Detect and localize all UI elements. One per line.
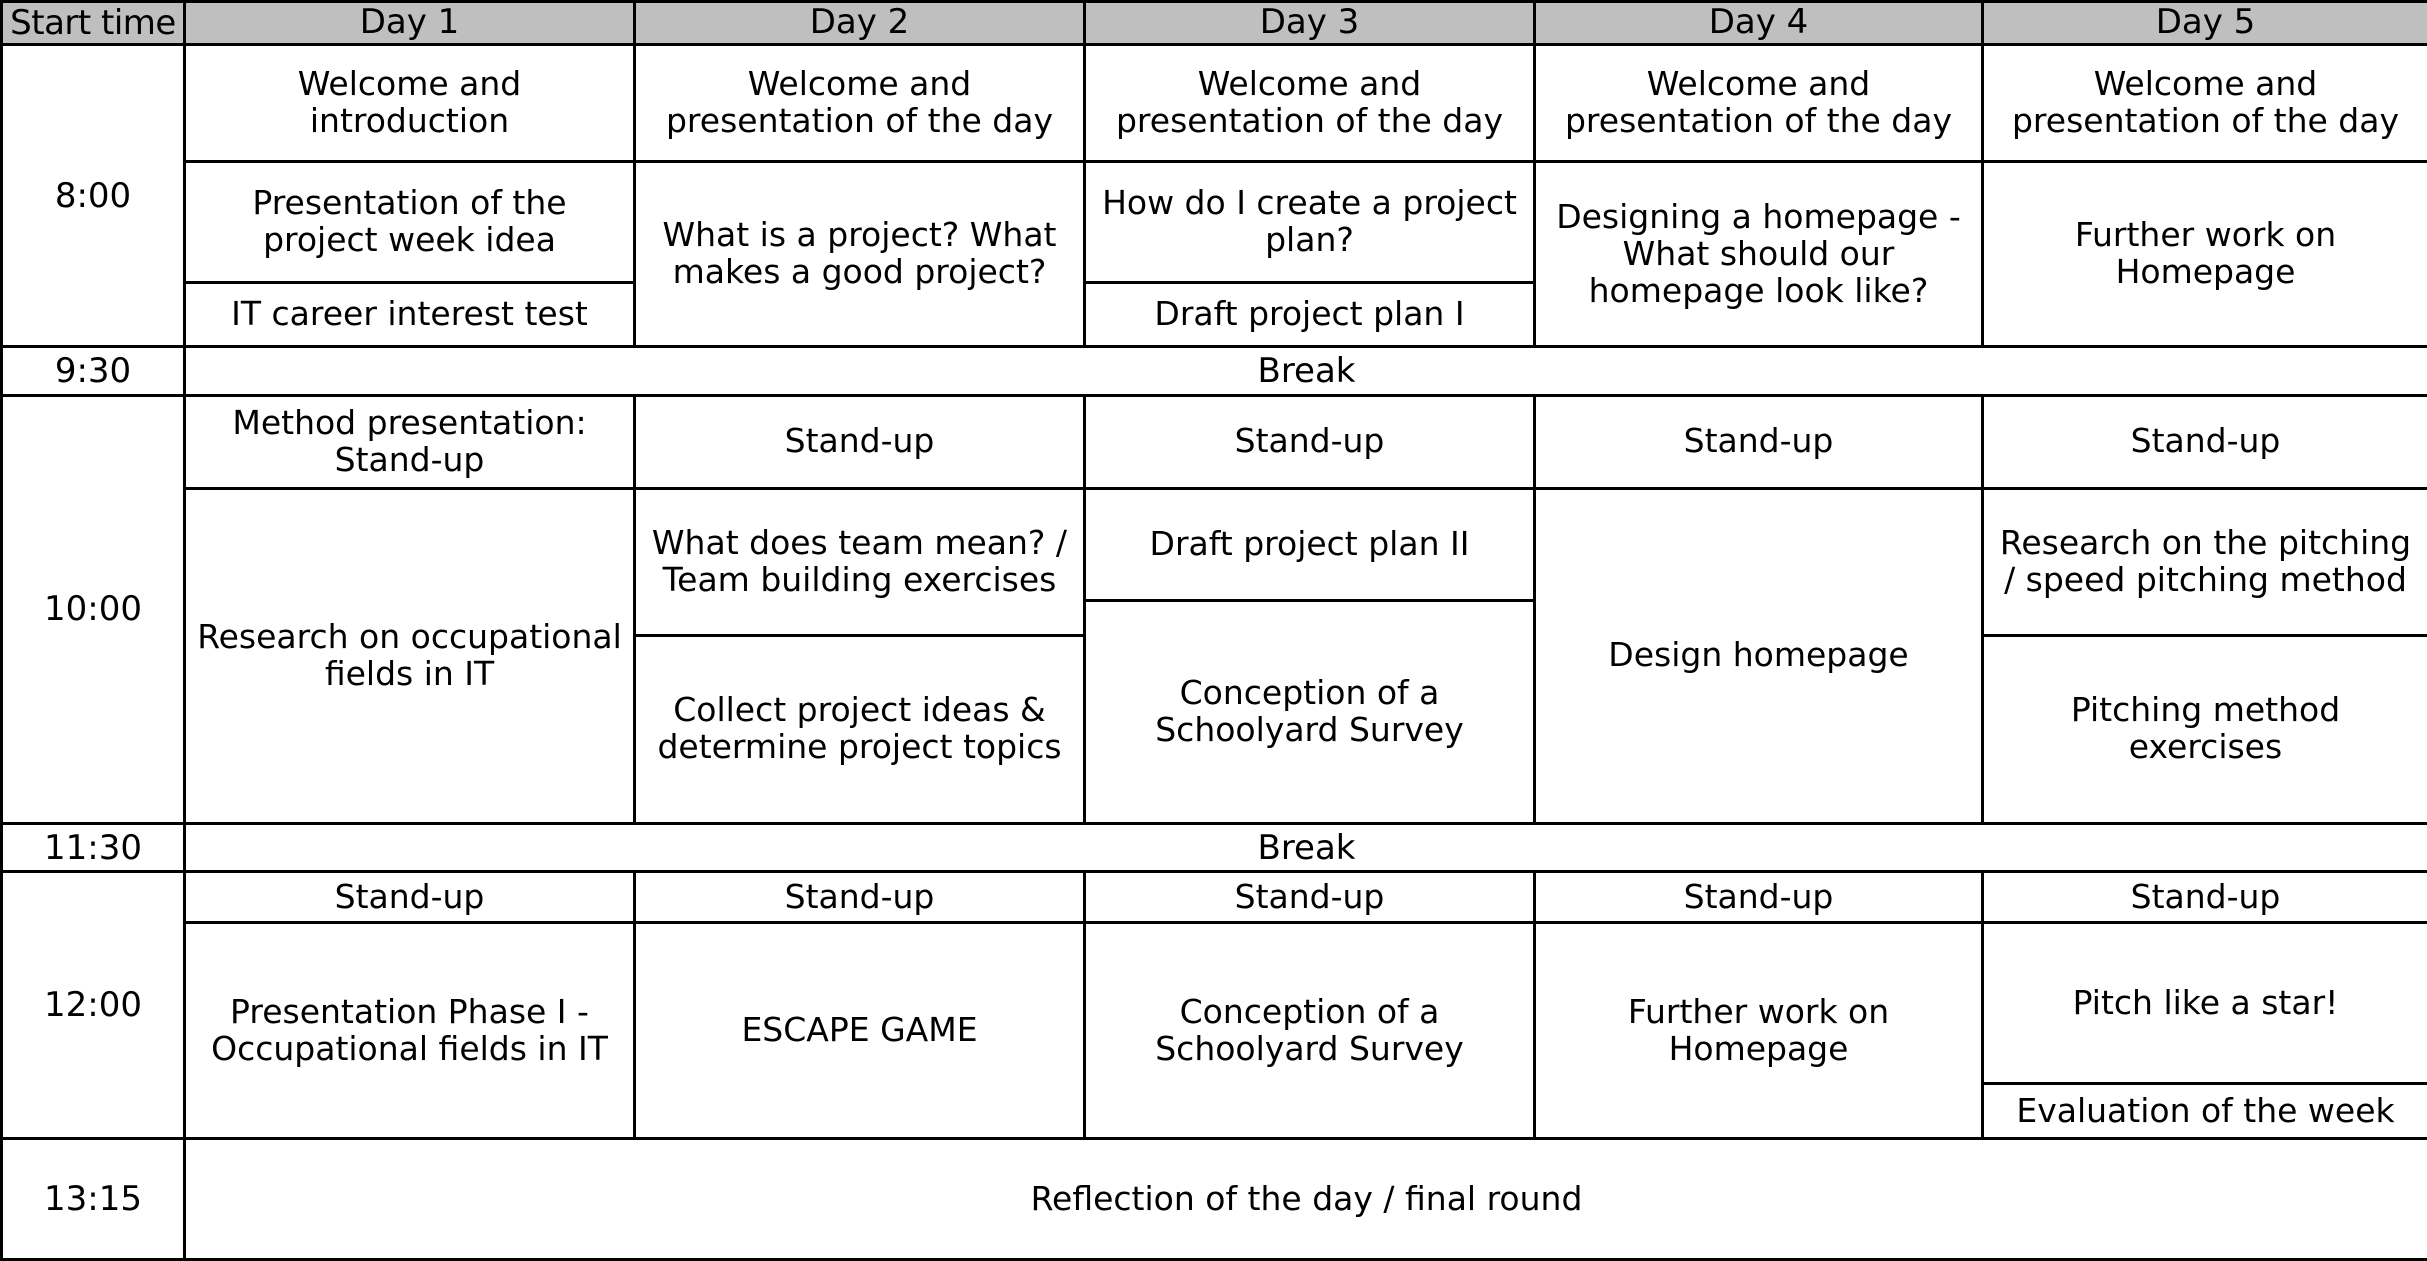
activity-item: Welcome and introduction [186, 46, 633, 164]
activity-item: Designing a homepage - What should our h… [1536, 161, 1981, 346]
activity-item: Method presentation: Stand-up [186, 396, 633, 490]
activity-item: Stand-up [1984, 873, 2427, 925]
slot-1200-day-2: Stand-up ESCAPE GAME [633, 870, 1086, 1141]
column-header-day-2: Day 2 [633, 0, 1086, 47]
schedule-row-1315: 13:15 Reflection of the day / final roun… [0, 1137, 2427, 1261]
activity-item: Evaluation of the week [1984, 1083, 2427, 1138]
time-label-0800: 8:00 [0, 43, 186, 349]
slot-stack-1000-day-2: Stand-up What does team mean? / Team bui… [636, 396, 1083, 822]
activity-item: Presentation of the project week idea [186, 161, 633, 284]
activity-item: Stand-up [636, 873, 1083, 925]
activity-item: Presentation Phase I - Occupational fiel… [186, 922, 633, 1138]
slot-1000-day-1: Method presentation: Stand-up Research o… [183, 393, 636, 825]
activity-item: Pitching method exercises [1984, 635, 2427, 822]
column-header-day-3: Day 3 [1083, 0, 1536, 47]
slot-0800-day-3: Welcome and presentation of the day How … [1083, 43, 1536, 349]
activity-item: Further work on Homepage [1984, 161, 2427, 346]
schedule-row-1000: 10:00 Method presentation: Stand-up Rese… [0, 393, 2427, 825]
column-header-day-5: Day 5 [1981, 0, 2427, 47]
activity-item: Draft project plan II [1086, 488, 1533, 602]
activity-item: Stand-up [186, 873, 633, 925]
activity-item: Stand-up [1984, 396, 2427, 490]
activity-item: Further work on Homepage [1536, 922, 1981, 1138]
schedule-row-0930-break: 9:30 Break [0, 345, 2427, 397]
activity-item: What is a project? What makes a good pro… [636, 161, 1083, 346]
activity-item: ESCAPE GAME [636, 922, 1083, 1138]
activity-item: Draft project plan I [1086, 282, 1533, 346]
time-label-0930: 9:30 [0, 345, 186, 397]
schedule-row-0800: 8:00 Welcome and introduction Presentati… [0, 43, 2427, 349]
slot-1200-day-4: Stand-up Further work on Homepage [1533, 870, 1984, 1141]
activity-item: Stand-up [636, 396, 1083, 490]
activity-item: What does team mean? / Team building exe… [636, 488, 1083, 637]
activity-item: Stand-up [1086, 396, 1533, 490]
time-label-1000: 10:00 [0, 393, 186, 825]
activity-item: Research on occupational fields in IT [186, 488, 633, 822]
time-label-1200: 12:00 [0, 870, 186, 1141]
slot-stack-1000-day-4: Stand-up Design homepage [1536, 396, 1981, 822]
activity-item: How do I create a project plan? [1086, 161, 1533, 284]
break-cell-morning: Break [183, 345, 2427, 397]
schedule-row-1130-break: 11:30 Break [0, 821, 2427, 874]
slot-stack-1200-day-1: Stand-up Presentation Phase I - Occupati… [186, 873, 633, 1138]
slot-0800-day-1: Welcome and introduction Presentation of… [183, 43, 636, 349]
activity-item: Collect project ideas & determine projec… [636, 635, 1083, 822]
slot-1000-day-5: Stand-up Research on the pitching / spee… [1981, 393, 2427, 825]
slot-0800-day-5: Welcome and presentation of the day Furt… [1981, 43, 2427, 349]
slot-stack-0800-day-2: Welcome and presentation of the day What… [636, 46, 1083, 346]
slot-1200-day-3: Stand-up Conception of a Schoolyard Surv… [1083, 870, 1536, 1141]
activity-item: Welcome and presentation of the day [1536, 46, 1981, 164]
slot-stack-1000-day-3: Stand-up Draft project plan II Conceptio… [1086, 396, 1533, 822]
slot-1200-day-1: Stand-up Presentation Phase I - Occupati… [183, 870, 636, 1141]
slot-stack-1000-day-1: Method presentation: Stand-up Research o… [186, 396, 633, 822]
slot-1000-day-3: Stand-up Draft project plan II Conceptio… [1083, 393, 1536, 825]
activity-item: Research on the pitching / speed pitchin… [1984, 488, 2427, 637]
activity-item: Conception of a Schoolyard Survey [1086, 922, 1533, 1138]
slot-stack-1200-day-5: Stand-up Pitch like a star! Evaluation o… [1984, 873, 2427, 1138]
slot-stack-0800-day-4: Welcome and presentation of the day Desi… [1536, 46, 1981, 346]
slot-1000-day-4: Stand-up Design homepage [1533, 393, 1984, 825]
activity-item: Stand-up [1536, 873, 1981, 925]
activity-item: Welcome and presentation of the day [636, 46, 1083, 164]
slot-stack-0800-day-5: Welcome and presentation of the day Furt… [1984, 46, 2427, 346]
slot-stack-1200-day-3: Stand-up Conception of a Schoolyard Surv… [1086, 873, 1533, 1138]
slot-0800-day-4: Welcome and presentation of the day Desi… [1533, 43, 1984, 349]
slot-1200-day-5: Stand-up Pitch like a star! Evaluation o… [1981, 870, 2427, 1141]
slot-stack-1200-day-4: Stand-up Further work on Homepage [1536, 873, 1981, 1138]
slot-stack-1200-day-2: Stand-up ESCAPE GAME [636, 873, 1083, 1138]
activity-item: Welcome and presentation of the day [1086, 46, 1533, 164]
slot-1000-day-2: Stand-up What does team mean? / Team bui… [633, 393, 1086, 825]
time-label-1315: 13:15 [0, 1137, 186, 1261]
activity-item: Pitch like a star! [1984, 922, 2427, 1086]
closing-activity-cell: Reflection of the day / final round [183, 1137, 2427, 1261]
activity-item: Stand-up [1086, 873, 1533, 925]
slot-stack-0800-day-1: Welcome and introduction Presentation of… [186, 46, 633, 346]
activity-item: Welcome and presentation of the day [1984, 46, 2427, 164]
slot-stack-1000-day-5: Stand-up Research on the pitching / spee… [1984, 396, 2427, 822]
column-header-start-time: Start time [0, 0, 186, 47]
schedule-row-1200: 12:00 Stand-up Presentation Phase I - Oc… [0, 870, 2427, 1141]
break-cell-midday: Break [183, 821, 2427, 874]
activity-item: Design homepage [1536, 488, 1981, 822]
column-header-day-1: Day 1 [183, 0, 636, 47]
activity-item: Stand-up [1536, 396, 1981, 490]
column-header-day-4: Day 4 [1533, 0, 1984, 47]
time-label-1130: 11:30 [0, 821, 186, 874]
activity-item: IT career interest test [186, 282, 633, 346]
slot-stack-0800-day-3: Welcome and presentation of the day How … [1086, 46, 1533, 346]
table-header-row: Start time Day 1 Day 2 Day 3 Day 4 Day 5 [0, 0, 2427, 47]
activity-item: Conception of a Schoolyard Survey [1086, 600, 1533, 822]
slot-0800-day-2: Welcome and presentation of the day What… [633, 43, 1086, 349]
